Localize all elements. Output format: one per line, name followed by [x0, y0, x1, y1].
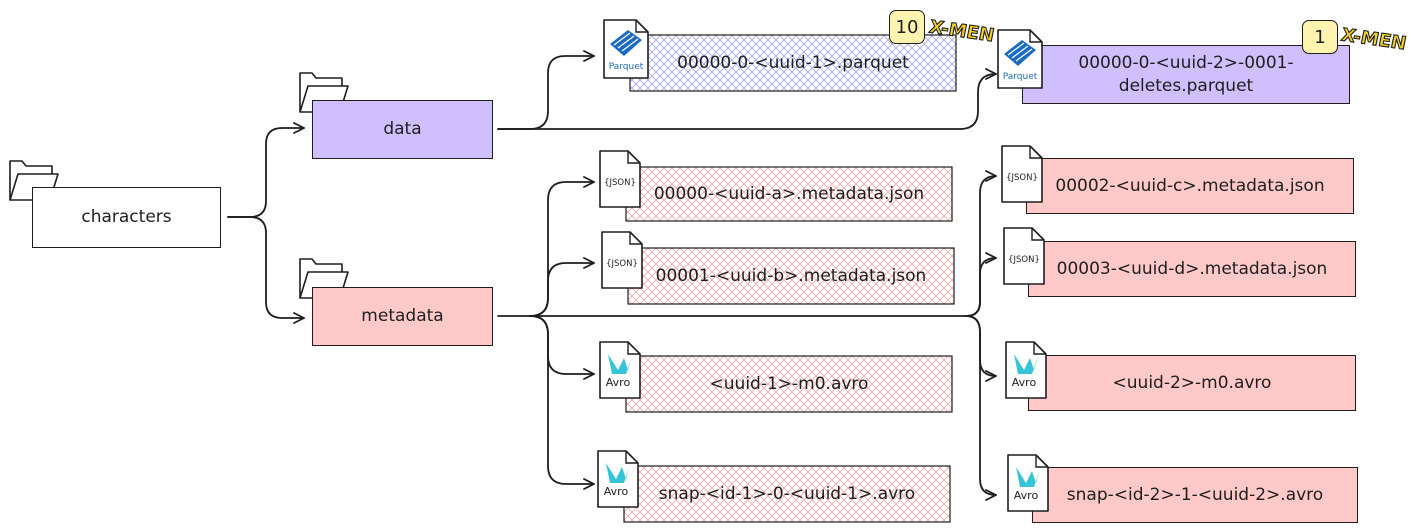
avro-file-icon: Avro: [597, 450, 639, 508]
xmen-logo: X-MEN: [1340, 24, 1407, 50]
avro-snap-1-file-node[interactable]: snap-<id-1>-0-<uuid-1>.avro: [624, 466, 950, 522]
avro-file-icon: Avro: [1005, 341, 1047, 399]
edge-characters-metadata: [227, 216, 305, 324]
avro-snap-2-label: snap-<id-2>-1-<uuid-2>.avro: [1066, 484, 1324, 505]
json-d-file-node[interactable]: 00003-<uuid-d>.metadata.json: [1028, 241, 1356, 297]
characters-label: characters: [81, 207, 172, 228]
json-file-icon: {JSON}: [601, 231, 643, 289]
edge-data-parquet1: [497, 50, 595, 130]
edge-metadata-avro-m0-2: [965, 315, 997, 382]
avro-type-label: Avro: [1014, 489, 1039, 502]
json-type-label: JSON: [609, 178, 631, 188]
badge-parquet1-count: 10: [895, 16, 919, 38]
edge-metadata-json-d: [965, 252, 997, 317]
xmen-logo-text: X-MEN: [1341, 24, 1406, 50]
parquet1-label: 00000-0-<uuid-1>.parquet: [677, 52, 909, 73]
avro-snap-2-file-node[interactable]: snap-<id-2>-1-<uuid-2>.avro: [1032, 467, 1358, 523]
json-a-box-fill: [625, 166, 953, 222]
parquet2-label: 00000-0-<uuid-2>-0001-deletes.parquet: [1078, 52, 1294, 96]
avro-file-icon: Avro: [1007, 454, 1049, 512]
avro-m0-2-label: <uuid-2>-m0.avro: [1112, 372, 1272, 393]
json-b-file-node[interactable]: 00001-<uuid-b>.metadata.json: [628, 248, 954, 304]
edge-characters-data: [227, 122, 305, 218]
avro-type-label: Avro: [606, 376, 631, 389]
json-type-label: JSON: [1013, 255, 1035, 265]
json-type-label: JSON: [611, 259, 633, 269]
json-d-label: 00003-<uuid-d>.metadata.json: [1056, 258, 1328, 279]
edge-metadata-avro-snap-2: [965, 315, 997, 501]
data-label: data: [383, 119, 422, 140]
edge-metadata-avro-m0-1: [529, 315, 595, 380]
json-c-label: 00002-<uuid-c>.metadata.json: [1055, 175, 1325, 196]
parquet-file-icon: Parquet: [603, 19, 649, 79]
json-a-label: 00000-<uuid-a>.metadata.json: [653, 183, 925, 204]
svg-text:{JSON}: {JSON}: [1006, 173, 1038, 183]
parquet1-file-node[interactable]: 00000-0-<uuid-1>.parquet: [630, 35, 956, 91]
json-b-box-fill: [627, 247, 955, 305]
json-a-file-node[interactable]: 00000-<uuid-a>.metadata.json: [626, 167, 952, 221]
characters-folder-node[interactable]: characters: [32, 187, 221, 248]
parquet-file-icon: Parquet: [997, 29, 1043, 89]
data-folder-node[interactable]: data: [312, 100, 493, 159]
json-file-icon: {JSON}: [1003, 227, 1045, 285]
parquet-type-label: Parquet: [609, 62, 644, 72]
edge-metadata-json-b: [529, 257, 595, 317]
avro-m0-1-label: <uuid-1>-m0.avro: [709, 373, 869, 394]
svg-text:{JSON}: {JSON}: [1008, 255, 1040, 265]
row-count-badge: 10: [889, 10, 925, 44]
edge-metadata-json-c: [965, 170, 997, 317]
json-file-icon: {JSON}: [1001, 145, 1043, 203]
json-b-label: 00001-<uuid-b>.metadata.json: [655, 265, 927, 286]
avro-type-label: Avro: [604, 485, 629, 498]
edge-metadata-avro-snap-1: [529, 315, 595, 490]
svg-text:{JSON}: {JSON}: [604, 178, 636, 188]
row-count-badge: 1: [1302, 20, 1338, 54]
metadata-folder-node[interactable]: metadata: [312, 287, 493, 346]
edge-data-parquet2: [497, 68, 997, 130]
parquet1-box-fill: [629, 34, 957, 92]
avro-m0-1-box-fill: [625, 355, 953, 413]
svg-text:{JSON}: {JSON}: [606, 259, 638, 269]
parquet2-file-node[interactable]: 00000-0-<uuid-2>-0001-deletes.parquet: [1022, 45, 1350, 104]
xmen-logo-text: X-MEN: [929, 16, 994, 42]
avro-m0-1-file-node[interactable]: <uuid-1>-m0.avro: [626, 356, 952, 412]
avro-type-label: Avro: [1012, 376, 1037, 389]
avro-m0-2-file-node[interactable]: <uuid-2>-m0.avro: [1028, 355, 1356, 411]
edge-metadata-json-a: [529, 176, 595, 317]
badge-parquet2-count: 1: [1314, 26, 1326, 48]
xmen-logo: X-MEN: [928, 16, 995, 42]
json-type-label: JSON: [1011, 173, 1033, 183]
avro-snap-1-label: snap-<id-1>-0-<uuid-1>.avro: [658, 483, 916, 504]
json-c-file-node[interactable]: 00002-<uuid-c>.metadata.json: [1026, 158, 1354, 214]
parquet-type-label: Parquet: [1003, 72, 1038, 82]
json-file-icon: {JSON}: [599, 150, 641, 208]
avro-snap-1-box-fill: [623, 465, 951, 523]
avro-file-icon: Avro: [599, 341, 641, 399]
metadata-label: metadata: [361, 306, 444, 327]
